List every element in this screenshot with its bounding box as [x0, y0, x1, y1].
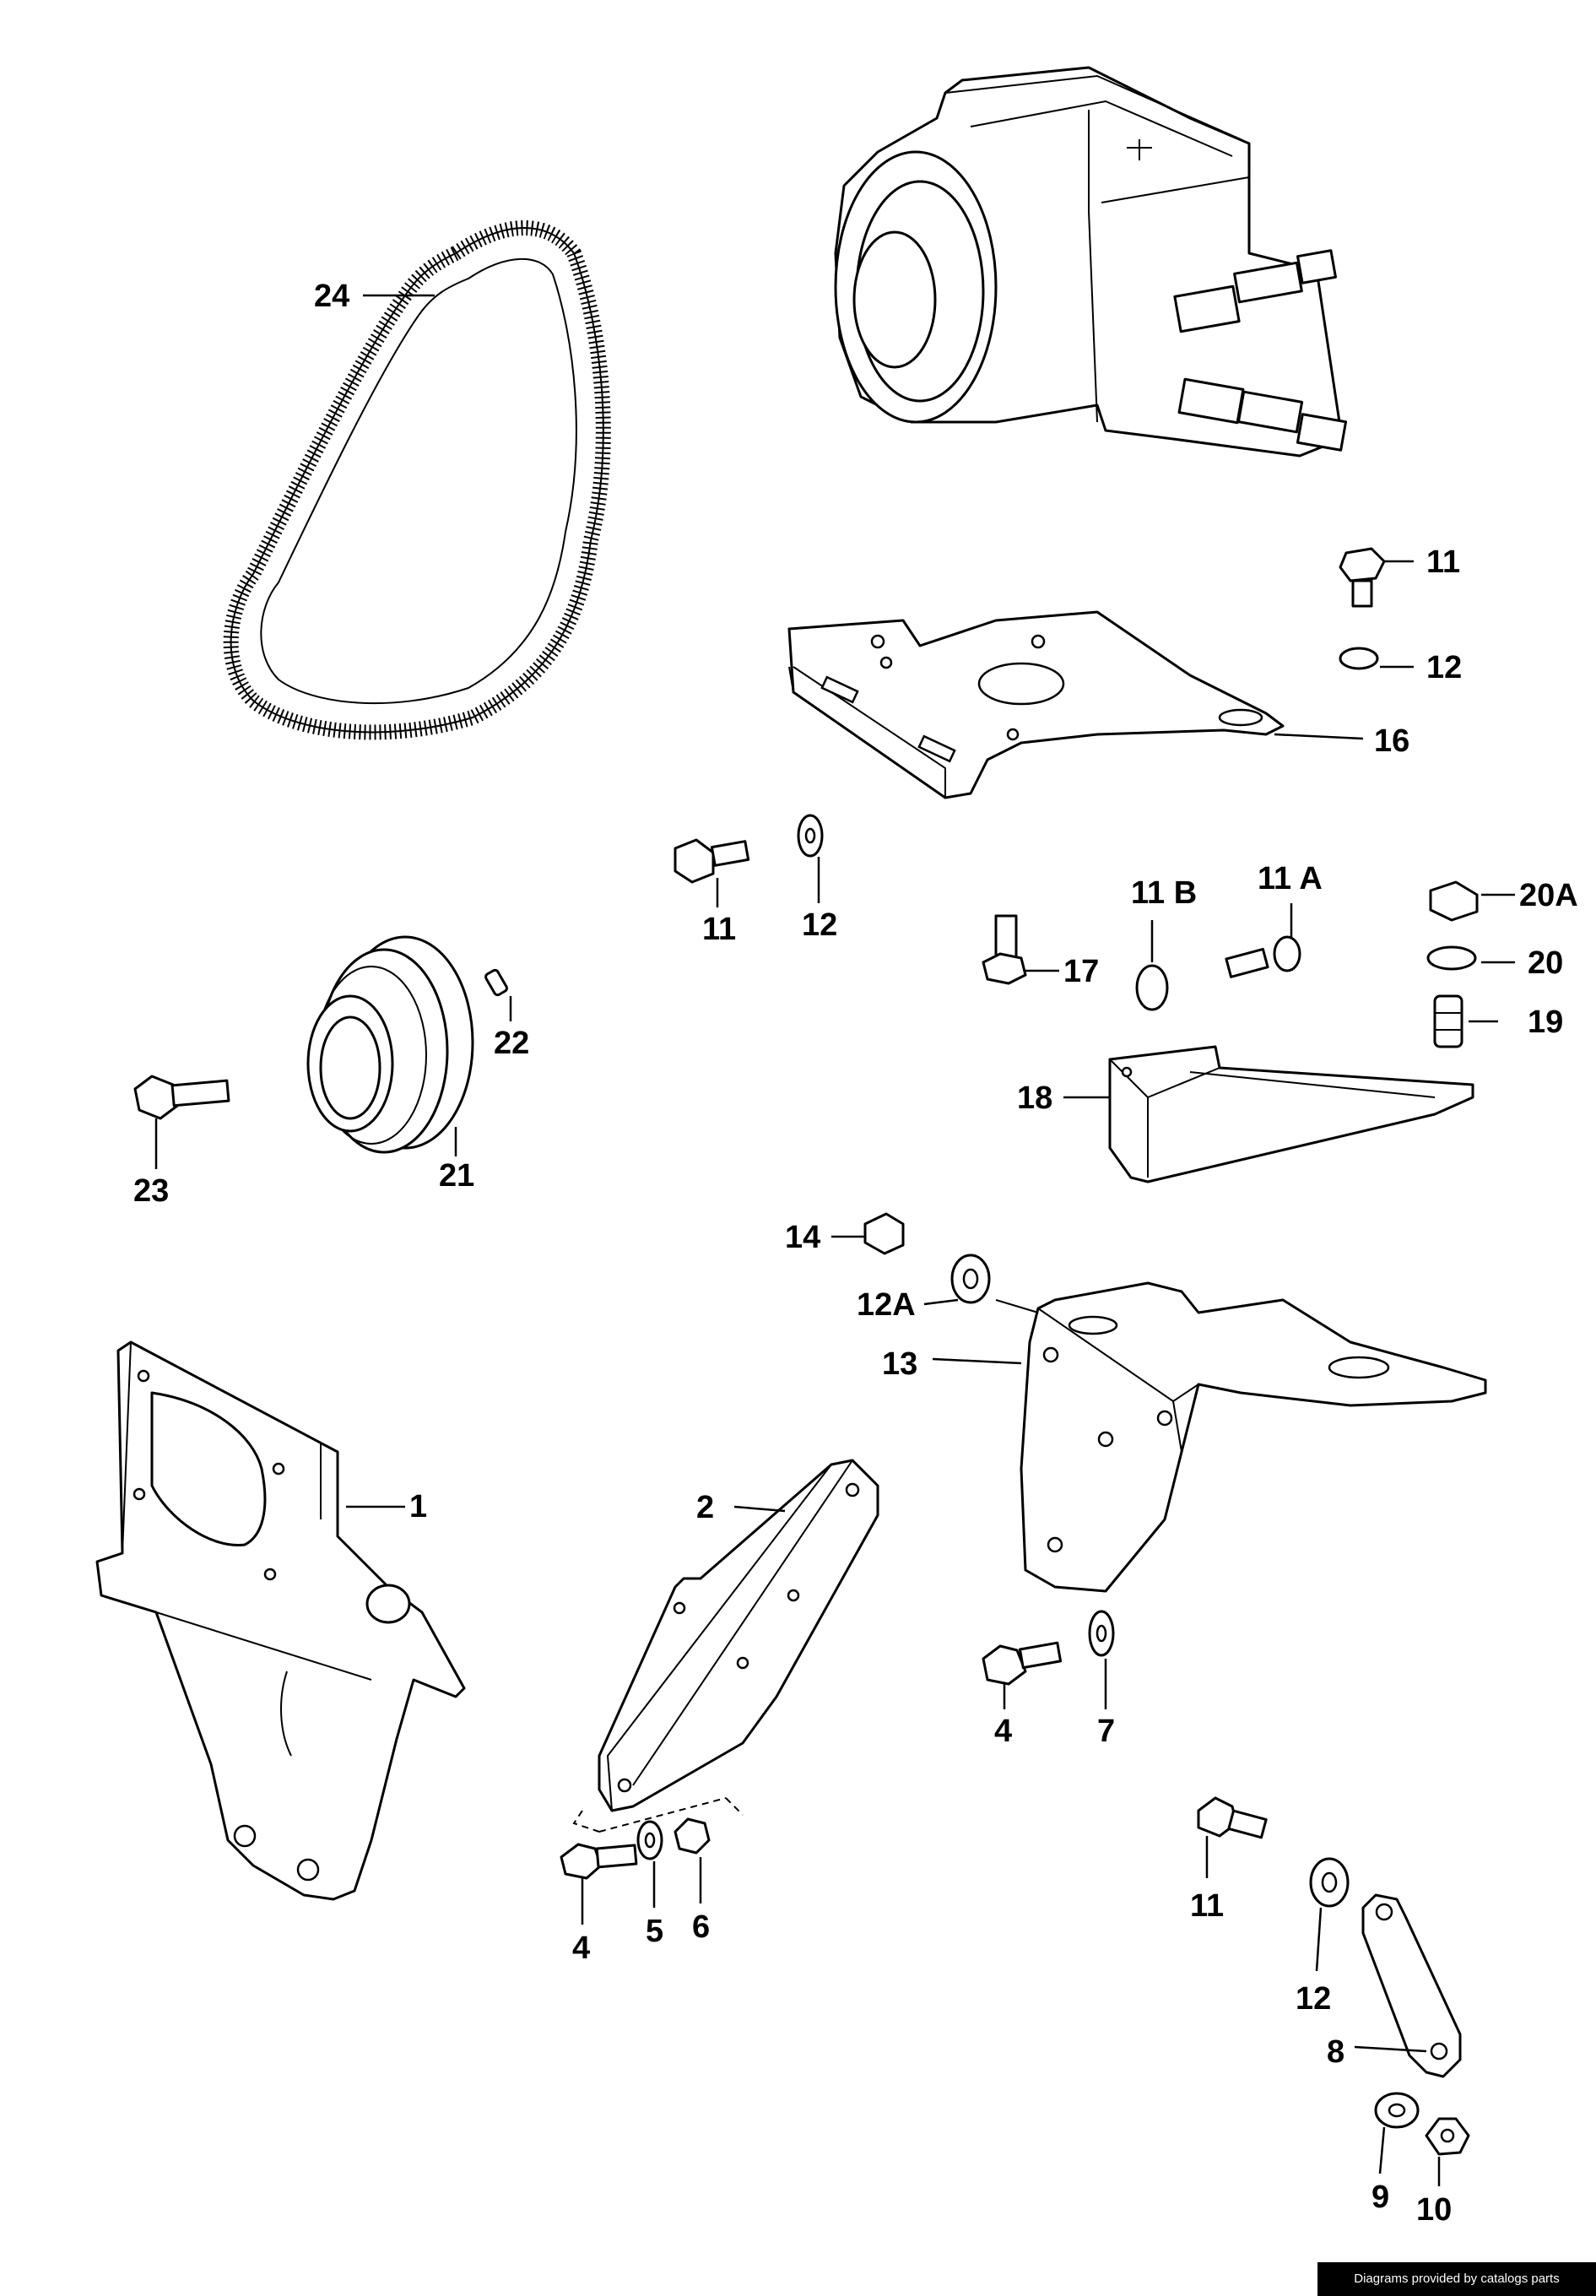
callout-4-left: 4 — [572, 1930, 590, 1966]
washer-20 — [1426, 945, 1477, 971]
nut-14 — [863, 1212, 905, 1255]
callout-20A: 20A — [1519, 878, 1578, 913]
callout-10: 10 — [1416, 2192, 1452, 2228]
bracket-2 — [598, 1459, 879, 1812]
callout-22: 22 — [494, 1026, 529, 1061]
callout-23: 23 — [133, 1173, 169, 1209]
callout-16: 16 — [1374, 723, 1409, 759]
callout-19: 19 — [1528, 1004, 1563, 1040]
bracket-1 — [95, 1340, 466, 1901]
pulley-21 — [306, 935, 474, 1154]
callout-1: 1 — [409, 1489, 427, 1524]
strap-8 — [1361, 1893, 1462, 2078]
bracket-18 — [1108, 1045, 1474, 1183]
ac-compressor — [834, 66, 1348, 458]
spacer-19 — [1433, 994, 1463, 1048]
callout-5: 5 — [646, 1914, 663, 1949]
callout-18: 18 — [1017, 1080, 1052, 1116]
callout-9: 9 — [1371, 2180, 1389, 2215]
callout-20: 20 — [1528, 945, 1563, 981]
callout-11-low: 11 — [1190, 1888, 1224, 1924]
callout-17: 17 — [1063, 954, 1099, 989]
bracket-13 — [995, 1281, 1487, 1593]
key-22 — [484, 968, 508, 997]
bolt-11-top — [1339, 547, 1386, 608]
callout-12-low: 12 — [1296, 1981, 1331, 2017]
bolt-4-left — [560, 1843, 638, 1880]
callout-24: 24 — [314, 279, 349, 314]
bolt-11-mid — [674, 838, 750, 884]
nut-6 — [674, 1817, 711, 1855]
callout-6: 6 — [692, 1909, 710, 1945]
callout-12-mid: 12 — [802, 907, 837, 943]
diagram-credit: Diagrams provided by catalogs parts — [1317, 2262, 1596, 2296]
callout-8: 8 — [1327, 2034, 1344, 2070]
bolt-11A — [1225, 935, 1301, 978]
callout-11A: 11 A — [1258, 861, 1323, 896]
bolt-4-right — [982, 1641, 1063, 1686]
callout-7: 7 — [1097, 1714, 1115, 1749]
v-belt — [223, 220, 611, 740]
callout-11-mid: 11 — [702, 912, 736, 947]
washer-12-top — [1339, 647, 1379, 670]
leader-lines — [154, 294, 1515, 2186]
callout-labels: 24 11 12 16 11 12 11 B 11 A 17 20A 20 19… — [133, 279, 1578, 2228]
callout-4-right: 4 — [994, 1714, 1012, 1749]
callout-21: 21 — [439, 1158, 474, 1194]
callout-14: 14 — [785, 1220, 820, 1255]
bolt-17 — [982, 914, 1027, 985]
callout-2: 2 — [696, 1490, 714, 1525]
bracket-16 — [787, 610, 1285, 799]
bolt-23 — [133, 1075, 230, 1120]
bolt-11-low — [1197, 1796, 1268, 1839]
callout-11B: 11 B — [1131, 875, 1197, 911]
callout-13: 13 — [882, 1346, 917, 1382]
callout-11-top: 11 — [1426, 544, 1460, 580]
washer-11B — [1135, 964, 1169, 1011]
hardware-group-bracket — [572, 1797, 744, 1833]
nut-20A — [1429, 880, 1479, 922]
callout-12A: 12A — [857, 1287, 916, 1323]
callout-12-top: 12 — [1426, 650, 1462, 685]
